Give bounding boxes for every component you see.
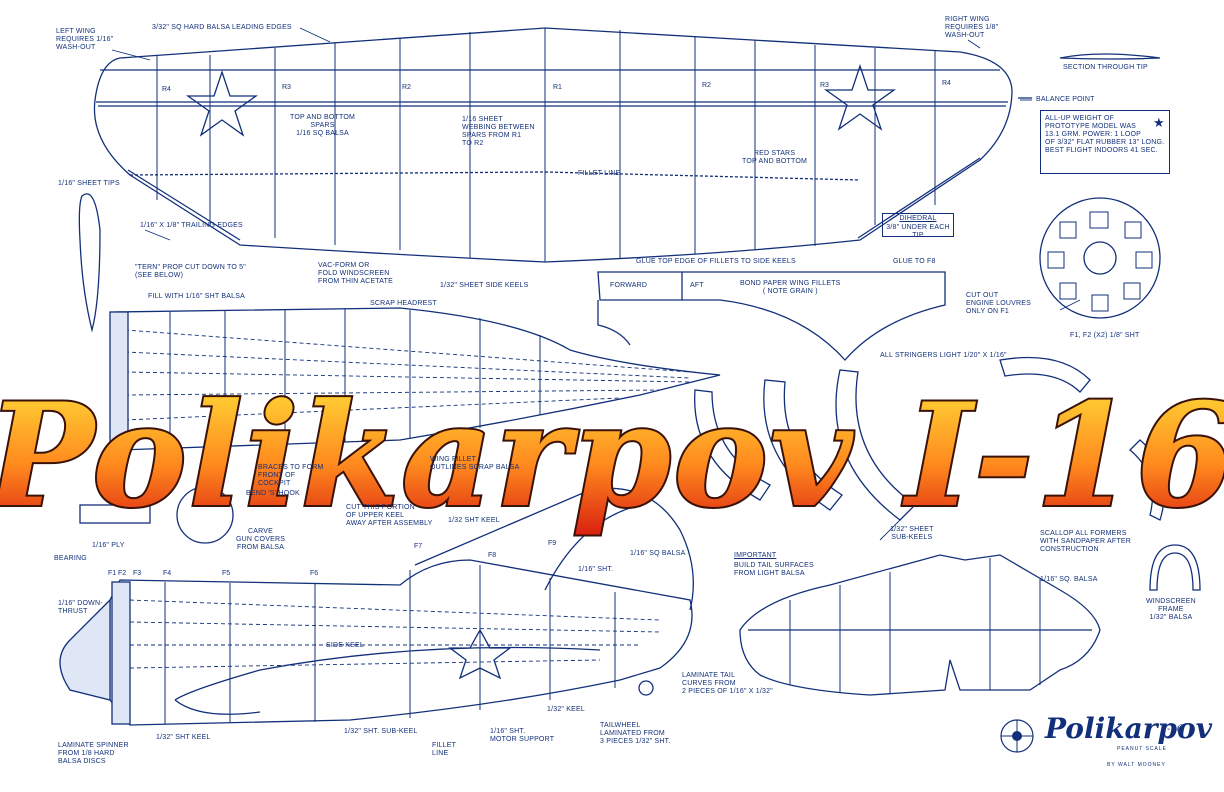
- fuselage-top-view: [114, 307, 721, 451]
- rib-label: R4: [162, 86, 171, 93]
- windscreen-frame-label: WINDSCREEN FRAME 1/32" BALSA: [1146, 598, 1196, 621]
- headrest-label: SCRAP HEADREST: [370, 300, 437, 307]
- rib-label: R4: [942, 80, 951, 87]
- dihedral-value: 3/8" UNDER EACH TIP: [886, 224, 950, 239]
- spinner-label: LAMINATE SPINNER FROM 1/8 HARD BALSA DIS…: [58, 742, 129, 765]
- star-icon: ★: [1153, 115, 1165, 130]
- ply-label: 1/16" PLY: [92, 542, 125, 549]
- sub-keel-label: 1/32" SHT. SUB-KEEL: [344, 728, 418, 735]
- spars-label: TOP AND BOTTOM SPARS 1/16 SQ BALSA: [290, 114, 356, 137]
- fillet-line-label: FILLET LINE: [578, 170, 621, 177]
- bend-hook-label: BEND 'S' HOOK: [246, 490, 300, 497]
- logo-model: I-16: [1163, 724, 1184, 735]
- logo: Polikarpov I-16 PEANUT SCALE BY WALT MOO…: [995, 710, 1212, 776]
- important-label: IMPORTANT: [734, 552, 777, 559]
- bearing-label: BEARING: [54, 555, 87, 562]
- upper-keel-label: 1/32 SHT KEEL: [448, 517, 500, 524]
- stringers-label: ALL STRINGERS LIGHT 1/20" X 1/16": [880, 352, 1007, 359]
- former-label: F5: [222, 570, 231, 577]
- cut-louvres-label: CUT OUT ENGINE LOUVRES ONLY ON F1: [966, 292, 1032, 315]
- braces-label: BRACES TO FORM FRONT OF COCKPIT: [258, 464, 324, 487]
- right-wing-washout-label: RIGHT WING REQUIRES 1/8" WASH-OUT: [945, 16, 999, 39]
- balance-point-label: BALANCE POINT: [1036, 96, 1095, 103]
- aft-label: AFT: [690, 282, 704, 289]
- section-tip-label: SECTION THROUGH TIP: [1063, 64, 1148, 71]
- sq-balsa-label: 1/16" SQ BALSA: [630, 550, 686, 557]
- tail-sq-label: 1/16" SQ. BALSA: [1040, 576, 1098, 583]
- logo-emblem: [1000, 719, 1034, 753]
- former-label: F9: [548, 540, 557, 547]
- former-label: F1: [108, 570, 117, 577]
- glue-f8-label: GLUE TO F8: [893, 258, 936, 265]
- former-label: F8: [488, 552, 497, 559]
- former-label: F3: [133, 570, 142, 577]
- rib-label: R2: [402, 84, 411, 91]
- dihedral-title: DIHEDRAL: [899, 215, 937, 222]
- rib-label: R3: [282, 84, 291, 91]
- model-note-box: ALL-UP WEIGHT OF PROTOTYPE MODEL WAS 13.…: [1040, 110, 1170, 174]
- rib-label: R3: [820, 82, 829, 89]
- tailplane: [739, 554, 1101, 696]
- motor-support-label: 1/16" SHT. MOTOR SUPPORT: [490, 728, 555, 743]
- fuselage-side-view: [109, 559, 693, 726]
- build-tail-label: BUILD TAIL SURFACES FROM LIGHT BALSA: [734, 562, 814, 577]
- vacform-label: VAC-FORM OR FOLD WINDSCREEN FROM THIN AC…: [318, 262, 393, 285]
- fillet-line-label-2: FILLET LINE: [432, 742, 457, 757]
- logo-wordmark: Polikarpov: [1045, 712, 1213, 745]
- former-label: F6: [310, 570, 319, 577]
- sub-keels-label: 1/32" SHEET SUB-KEELS: [890, 526, 934, 541]
- fill-sheet-label: FILL WITH 1/16" SHT BALSA: [148, 293, 245, 300]
- former-label: F2: [118, 570, 127, 577]
- scallop-label: SCALLOP ALL FORMERS WITH SANDPAPER AFTER…: [1040, 530, 1131, 553]
- forward-label: FORWARD: [610, 282, 648, 289]
- trailing-edges-label: 1/16" X 1/8" TRAILING EDGES: [140, 222, 243, 229]
- leading-edge-label: 3/32" SQ HARD BALSA LEADING EDGES: [152, 24, 292, 31]
- wing-fillet-label: WING FILLET OUTLINES SCRAP BALSA: [430, 456, 520, 471]
- keel-bottom-label: 1/32" SHT KEEL: [156, 734, 211, 741]
- rib-label: R2: [702, 82, 711, 89]
- laminate-tail-label: LAMINATE TAIL CURVES FROM 2 PIECES OF 1/…: [682, 672, 773, 695]
- dihedral-box: DIHEDRAL 3/8" UNDER EACH TIP: [882, 213, 954, 239]
- glue-fillets-label: GLUE TOP EDGE OF FILLETS TO SIDE KEELS: [636, 258, 796, 265]
- tailwheel-label: TAILWHEEL LAMINATED FROM 3 PIECES 1/32" …: [600, 722, 671, 745]
- sht-label: 1/16" SHT.: [578, 566, 614, 573]
- main-title: Polikarpov I-16: [0, 373, 1224, 539]
- formers-sheet-label: F1, F2 (X2) 1/8" SHT: [1070, 332, 1140, 339]
- cut-upper-keel-label: CUT THIS PORTION OF UPPER KEEL AWAY AFTE…: [346, 504, 433, 527]
- sheet-tips-label: 1/16" SHEET TIPS: [58, 180, 120, 187]
- keel-132-label: 1/32" KEEL: [547, 706, 585, 713]
- logo-subtitle: PEANUT SCALE: [1117, 746, 1167, 752]
- side-keel-label: SIDE KEEL: [326, 642, 364, 649]
- red-stars-label: RED STARS TOP AND BOTTOM: [742, 150, 808, 165]
- left-wing-washout-label: LEFT WING REQUIRES 1/16" WASH-OUT: [56, 28, 114, 51]
- carve-gun-label: CARVE GUN COVERS FROM BALSA: [236, 528, 286, 551]
- logo-author: BY WALT MOONEY: [1107, 762, 1166, 768]
- bond-paper-label: BOND PAPER WING FILLETS ( NOTE GRAIN ): [740, 280, 841, 295]
- webbing-label: 1/16 SHEET WEBBING BETWEEN SPARS FROM R1…: [462, 116, 535, 147]
- model-note-text: ALL-UP WEIGHT OF PROTOTYPE MODEL WAS 13.…: [1045, 115, 1165, 154]
- wing-outline: [93, 27, 1013, 263]
- prop-label: "TERN" PROP CUT DOWN TO 5" (SEE BELOW): [135, 264, 246, 279]
- side-keels-label: 1/32" SHEET SIDE KEELS: [440, 282, 529, 289]
- former-label: F4: [163, 570, 172, 577]
- former-label: F7: [414, 543, 423, 550]
- rib-label: R1: [553, 84, 562, 91]
- down-thrust-label: 1/16" DOWN- THRUST: [58, 600, 103, 615]
